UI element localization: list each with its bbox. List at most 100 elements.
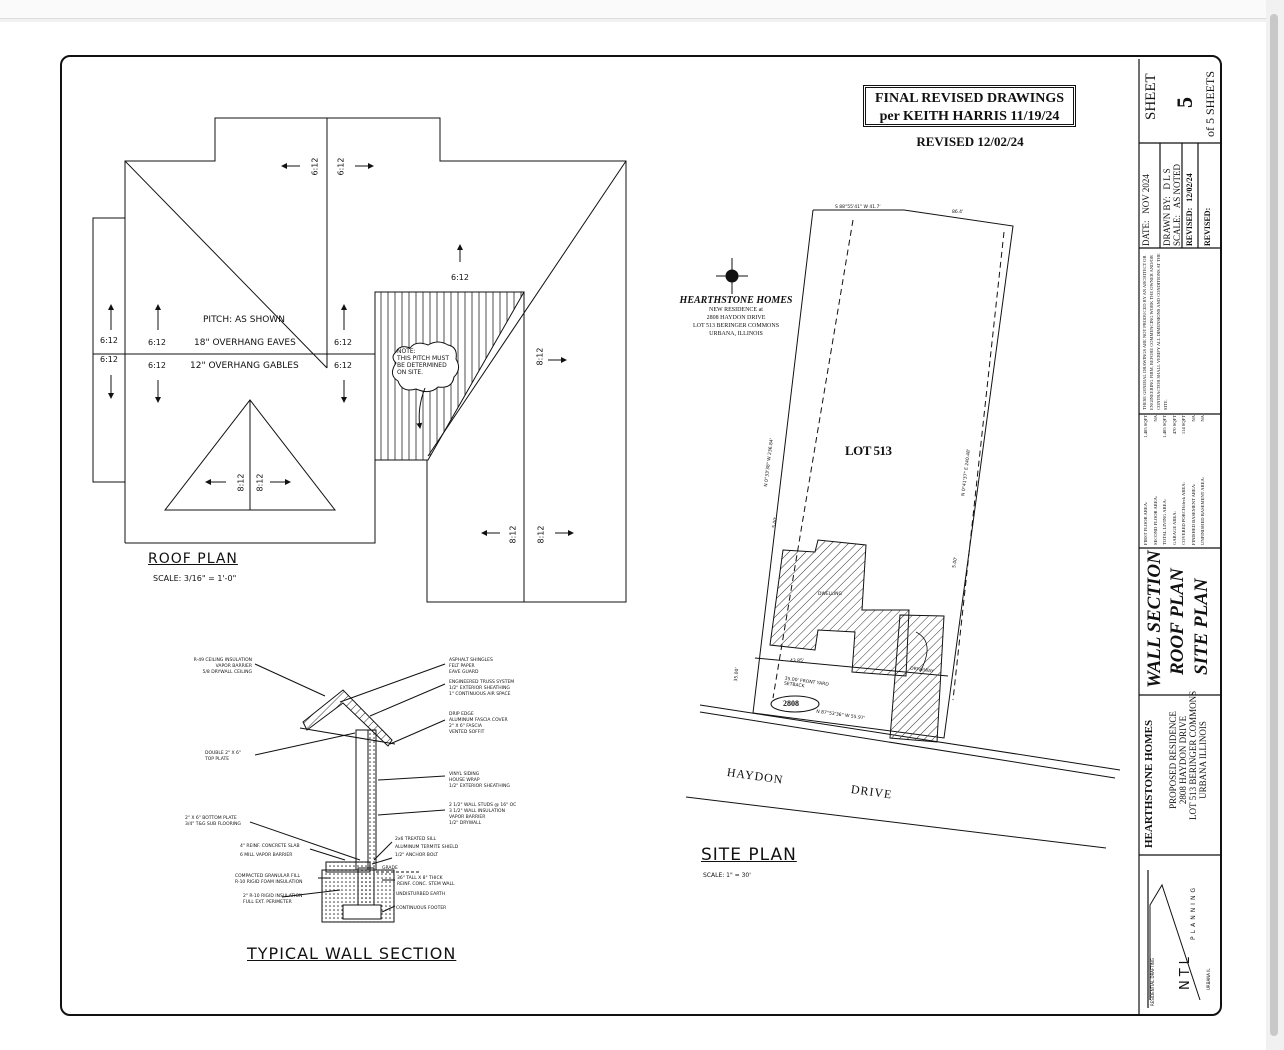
roof-plan-drawing <box>92 117 627 603</box>
wall-section-title: TYPICAL WALL SECTION <box>247 944 457 963</box>
wall-label-footer: CONTINUOUS FOOTER <box>396 906 447 911</box>
area-row: GARAGE AREA: 470 SQFT <box>1170 415 1180 545</box>
wall-label: FULL EXT. PERIMETER <box>243 900 292 905</box>
wall-label: 4" REINF. CONCRETE SLAB <box>240 844 300 849</box>
wall-label: 2" X 6" FASCIA <box>449 724 482 729</box>
note-line: THIS PITCH MUST <box>397 355 450 362</box>
pitch-label: 6:12 <box>336 157 346 176</box>
planner-logo-name: NTL <box>1178 953 1193 990</box>
scale-value: AS NOTED <box>1172 163 1182 209</box>
scale-row: SCALE: AS NOTED <box>1172 146 1182 246</box>
site-dimension: S 88°55'41" W 41.7' <box>835 205 881 210</box>
site-plan-drawing <box>685 209 1121 849</box>
wall-label: 1/2" DRYWALL <box>449 821 482 826</box>
wall-label: COMPACTED GRANULAR FILL <box>235 874 300 879</box>
revised-label: REVISED: <box>1203 207 1212 246</box>
wall-left-labels-insul: 2" R-10 RIGID INSULATION FULL EXT. PERIM… <box>243 894 302 906</box>
wall-label: 1/2" EXTERIOR SHEATHING <box>449 784 510 789</box>
date-row: DATE: NOV 2024 <box>1141 146 1151 246</box>
note-line: ON SITE. <box>397 369 424 376</box>
wall-left-labels-fill: COMPACTED GRANULAR FILL R-10 RIGID FOAM … <box>235 874 303 886</box>
pitch-label: 6:12 <box>148 338 166 347</box>
company-line: URBANA, ILLINOIS <box>709 331 763 337</box>
roof-pitch-site-note: NOTE: THIS PITCH MUST BE DETERMINED ON S… <box>397 348 467 376</box>
wall-right-labels-stem: 36" TALL X 8" THICK REINF. CONC. STEM WA… <box>397 876 455 888</box>
sheet-content-title: WALL SECTION <box>1144 550 1165 688</box>
document-page <box>0 22 1266 1050</box>
planner-sub: RESIDENTIAL DRAFTING <box>1150 958 1155 1006</box>
wall-label: HOUSE WRAP <box>449 778 480 783</box>
title-block-lines <box>1138 59 1220 1015</box>
wall-right-labels-sill: 2x6 TREATED SILL ALUMINUM TERMITE SHIELD… <box>395 836 458 860</box>
planner-logo-word: PLANNING <box>1190 884 1197 940</box>
stamp-line-2: per KEITH HARRIS 11/19/24 <box>879 109 1060 124</box>
wall-label: EAVE GUARD <box>449 670 479 675</box>
wall-label: 1/2" ANCHOR BOLT <box>395 853 438 858</box>
area-label: FINISHED BASEMENT AREA: <box>1190 483 1196 545</box>
wall-label: 2" R-10 RIGID INSULATION <box>243 894 303 899</box>
drawn-by-value: D L S <box>1162 168 1172 190</box>
revised-row-2: REVISED: <box>1203 146 1212 246</box>
pitch-label: 6:12 <box>148 361 166 370</box>
date-value: NOV 2024 <box>1141 174 1151 214</box>
pitch-label-steep: 8:12 <box>236 473 246 492</box>
wall-label: 3 1/2" WALL INSULATION <box>449 809 505 814</box>
wall-right-labels-fascia: DRIP EDGE ALUMINUM FASCIA COVER 2" X 6" … <box>449 712 508 736</box>
roof-pitch-note: PITCH: AS SHOWN <box>203 315 285 325</box>
stamp-line-1: FINAL REVISED DRAWINGS <box>874 91 1065 106</box>
roof-plan-title: ROOF PLAN <box>148 551 238 567</box>
wall-label: ALUMINUM FASCIA COVER <box>449 718 508 723</box>
wall-label: 36" TALL X 8" THICK <box>397 876 443 881</box>
roof-gables-note: 12" OVERHANG GABLES <box>190 361 299 371</box>
wall-left-labels-top: R-49 CEILING INSULATION VAPOR BARRIER 5/… <box>182 658 252 676</box>
scrollbar-thumb[interactable] <box>1270 14 1278 1036</box>
disclaimer-text: THESE GENERAL DRAWINGS ARE NOT PRODUCED … <box>1142 253 1168 410</box>
area-value: 470 SQFT <box>1171 415 1177 435</box>
builder-name: HEARTHSTONE HOMES <box>1143 719 1155 848</box>
date-label: DATE: <box>1141 220 1151 247</box>
wall-label: 1" CONTINUOUS AIR SPACE <box>449 692 511 697</box>
wall-label: 3/4" T&G SUB FLOORING <box>185 822 241 827</box>
wall-label: VAPOR BARRIER <box>215 664 252 669</box>
project-line: URBANA ILLINOIS <box>1198 721 1208 799</box>
wall-label: ENGINEERED TRUSS SYSTEM <box>449 680 515 685</box>
wall-right-labels-roof: ASPHALT SHINGLES FELT PAPER EAVE GUARD <box>449 658 493 676</box>
wall-label: 6 MILL VAPOR BARRIER <box>240 853 293 858</box>
wall-label: 2 1/2" WALL STUDS @ 16" OC <box>449 803 517 808</box>
area-label: TOTAL LIVING AREA: <box>1162 498 1167 545</box>
wall-label: FELT PAPER <box>449 664 475 669</box>
area-table: FIRST FLOOR AREA: 1,485 SQFT SECOND FLOO… <box>1141 415 1208 545</box>
company-line: 2808 HAYDON DRIVE <box>706 315 766 321</box>
drawn-by-row: DRAWN BY: D L S <box>1162 146 1172 246</box>
revised-label: REVISED: <box>1185 207 1194 246</box>
site-plan-title: SITE PLAN <box>701 845 797 865</box>
wall-label: 2" X 6" BOTTOM PLATE <box>185 816 237 821</box>
wall-left-labels-plate: DOUBLE 2" X 6" TOP PLATE <box>205 751 241 763</box>
wall-label: 1/2" EXTERIOR SHEATHING <box>449 686 510 691</box>
wall-label: ASPHALT SHINGLES <box>449 658 493 663</box>
planner-address: URBANA IL <box>1206 968 1211 990</box>
site-dimension: 86.4' <box>952 210 964 215</box>
sheet-content-title: SITE PLAN <box>1191 578 1212 675</box>
site-plan-scale: SCALE: 1" = 30' <box>703 872 751 879</box>
company-line: LOT 513 BERINGER COMMONS <box>692 323 780 329</box>
viewer-top-bar <box>0 0 1284 19</box>
company-name: HEARTHSTONE HOMES <box>679 295 793 306</box>
pitch-label: 6:12 <box>334 361 352 370</box>
final-revision-stamp: FINAL REVISED DRAWINGS per KEITH HARRIS … <box>863 85 1076 127</box>
pitch-label: 6:12 <box>100 336 118 345</box>
pitch-label-steep: 8:12 <box>255 473 265 492</box>
lot-label: LOT 513 <box>845 443 892 458</box>
pitch-label-steep: 8:12 <box>535 347 545 366</box>
dwelling-label: DWELLING <box>818 592 842 597</box>
company-header: HEARTHSTONE HOMES NEW RESIDENCE at 2808 … <box>676 295 796 338</box>
area-row: UNFINISHED BASEMENT AREA: NA <box>1198 415 1208 545</box>
wall-label-earth: UNDISTURBED EARTH <box>396 892 446 897</box>
wall-label: R-49 CEILING INSULATION <box>193 658 252 663</box>
pitch-label-steep: 8:12 <box>536 525 546 544</box>
wall-label: DOUBLE 2" X 6" <box>205 751 241 756</box>
area-row: COVERED PORCH/deck AREA: 114 SQFT <box>1179 415 1189 545</box>
pitch-label: 6:12 <box>451 273 469 282</box>
revised-row: REVISED: 12/02/24 <box>1185 146 1194 246</box>
